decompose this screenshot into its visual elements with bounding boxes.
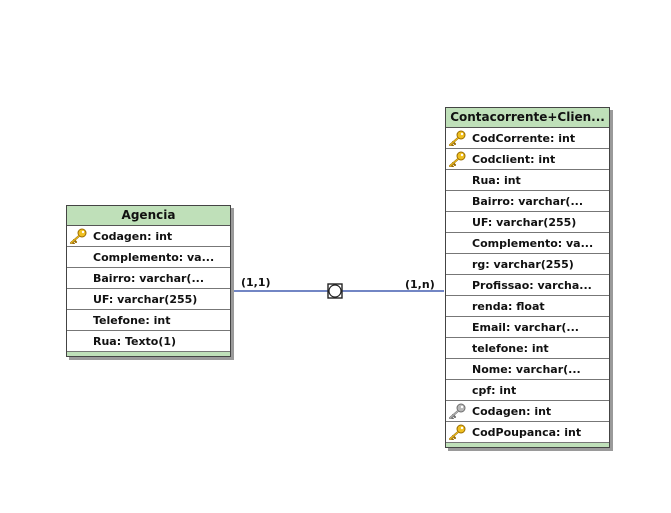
attribute-row[interactable]: Complemento: va... [446,233,609,254]
attribute-label: Rua: Texto(1) [93,335,177,348]
attribute-row[interactable]: UF: varchar(255) [446,212,609,233]
attribute-label: Complemento: va... [472,237,594,250]
attribute-label: renda: float [472,300,545,313]
attribute-label: telefone: int [472,342,549,355]
key-icon [449,130,466,146]
attribute-row[interactable]: Nome: varchar(... [446,359,609,380]
attribute-row[interactable]: Complemento: va... [67,247,230,268]
attribute-row[interactable]: CodPoupanca: int [446,422,609,443]
attribute-row[interactable]: Codagen: int [67,226,230,247]
attribute-row[interactable]: cpf: int [446,380,609,401]
key-icon [449,151,466,167]
entity-footer [446,443,609,447]
attribute-label: UF: varchar(255) [472,216,577,229]
attribute-label: Codclient: int [472,153,556,166]
attribute-row[interactable]: Bairro: varchar(... [67,268,230,289]
attribute-row[interactable]: Rua: int [446,170,609,191]
attribute-label: Rua: int [472,174,521,187]
attribute-label: Bairro: varchar(... [93,272,204,285]
attribute-label: Bairro: varchar(... [472,195,583,208]
foreign-key-icon [449,403,466,419]
attribute-label: Codagen: int [93,230,173,243]
attribute-label: CodCorrente: int [472,132,576,145]
attribute-row[interactable]: renda: float [446,296,609,317]
cardinality-right: (1,n) [405,278,435,291]
attribute-label: Email: varchar(... [472,321,579,334]
key-icon [70,228,87,244]
attribute-row[interactable]: Codagen: int [446,401,609,422]
key-icon [449,424,466,440]
entity-title: Contacorrente+Clien... [446,108,609,128]
attribute-row[interactable]: UF: varchar(255) [67,289,230,310]
attribute-row[interactable]: Telefone: int [67,310,230,331]
entity-title: Agencia [67,206,230,226]
attribute-row[interactable]: CodCorrente: int [446,128,609,149]
cardinality-left: (1,1) [241,276,271,289]
attribute-label: UF: varchar(255) [93,293,198,306]
attribute-row[interactable]: Bairro: varchar(... [446,191,609,212]
attribute-label: Codagen: int [472,405,552,418]
attribute-row[interactable]: Profissao: varcha... [446,275,609,296]
attribute-label: cpf: int [472,384,517,397]
attribute-label: Nome: varchar(... [472,363,581,376]
attribute-label: Complemento: va... [93,251,215,264]
attribute-label: Telefone: int [93,314,171,327]
attribute-row[interactable]: Email: varchar(... [446,317,609,338]
relationship-node[interactable] [327,283,343,299]
attribute-label: rg: varchar(255) [472,258,574,271]
entity-footer [67,352,230,356]
attribute-row[interactable]: Codclient: int [446,149,609,170]
attribute-row[interactable]: rg: varchar(255) [446,254,609,275]
attribute-label: CodPoupanca: int [472,426,582,439]
attribute-row[interactable]: telefone: int [446,338,609,359]
attribute-label: Profissao: varcha... [472,279,592,292]
attribute-row[interactable]: Rua: Texto(1) [67,331,230,352]
